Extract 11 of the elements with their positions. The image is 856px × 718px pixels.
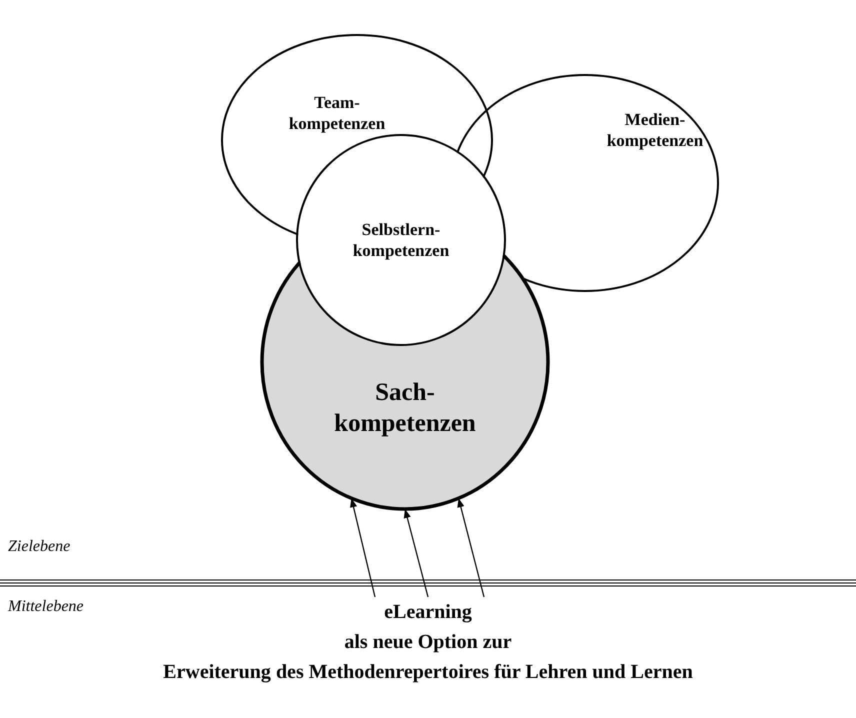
competence-label: Sach-kompetenzen — [333, 378, 477, 439]
competence-label: Medien-kompetenzen — [606, 108, 704, 152]
level-label: Mittelebene — [8, 598, 84, 616]
level-label: Zielebene — [8, 538, 70, 556]
arrow — [457, 498, 485, 598]
arrow — [404, 508, 429, 598]
arrow — [350, 498, 376, 598]
competence-label: Selbstlern-kompetenzen — [352, 218, 450, 262]
option-text: eLearning als neue Option zur Erweiterung des Methodenrepertoires für Lehren und Lernen — [108, 597, 748, 687]
competence-circle — [297, 135, 505, 345]
competence-label: Team-kompetenzen — [288, 92, 386, 134]
